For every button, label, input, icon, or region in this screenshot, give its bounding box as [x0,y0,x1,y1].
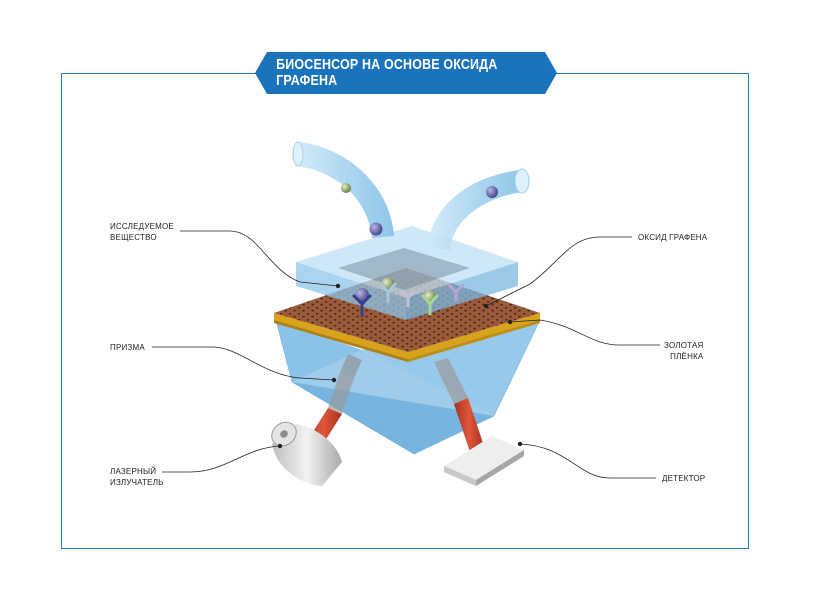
leader-laser [162,445,281,473]
label-sample: ИССЛЕДУЕМОЕ ВЕЩЕСТВО [110,221,174,243]
label-detector-line1: ДЕТЕКТОР [662,474,706,483]
label-laser: ЛАЗЕРНЫЙ ИЗЛУЧАТЕЛЬ [110,466,164,488]
label-sample-line2: ВЕЩЕСТВО [110,233,157,242]
label-sample-line1: ИССЛЕДУЕМОЕ [110,222,174,231]
detector-unit [444,436,524,486]
label-graphene-line1: ОКСИД ГРАФЕНА [638,233,708,242]
outlet-tube [428,168,530,250]
inlet-tube [292,141,394,238]
antibody-receptors [352,282,465,318]
laser-emitter [271,421,342,486]
label-prism: ПРИЗМА [110,342,145,353]
label-graphene-oxide: ОКСИД ГРАФЕНА [638,232,707,243]
label-laser-line1: ЛАЗЕРНЫЙ [110,467,157,476]
diagram-title: БИОСЕНСОР НА ОСНОВЕ ОКСИДА ГРАФЕНА [276,57,498,89]
leader-prism [152,346,335,381]
label-detector: ДЕТЕКТОР [662,473,705,484]
label-gold-line1: ЗОЛОТАЯ [664,341,704,350]
label-gold-film: ЗОЛОТАЯ ПЛЁНКА [664,340,703,362]
leader-sample [180,230,339,287]
leader-lines [152,230,660,479]
leader-graphene [485,236,632,307]
label-gold-line2: ПЛЁНКА [670,352,704,361]
flow-cell [296,226,518,320]
leader-detector [519,443,656,479]
title-banner: БИОСЕНСОР НА ОСНОВЕ ОКСИДА ГРАФЕНА [255,52,557,94]
label-laser-line2: ИЗЛУЧАТЕЛЬ [110,478,164,487]
label-prism-line1: ПРИЗМА [110,343,145,352]
leader-gold [509,319,660,346]
